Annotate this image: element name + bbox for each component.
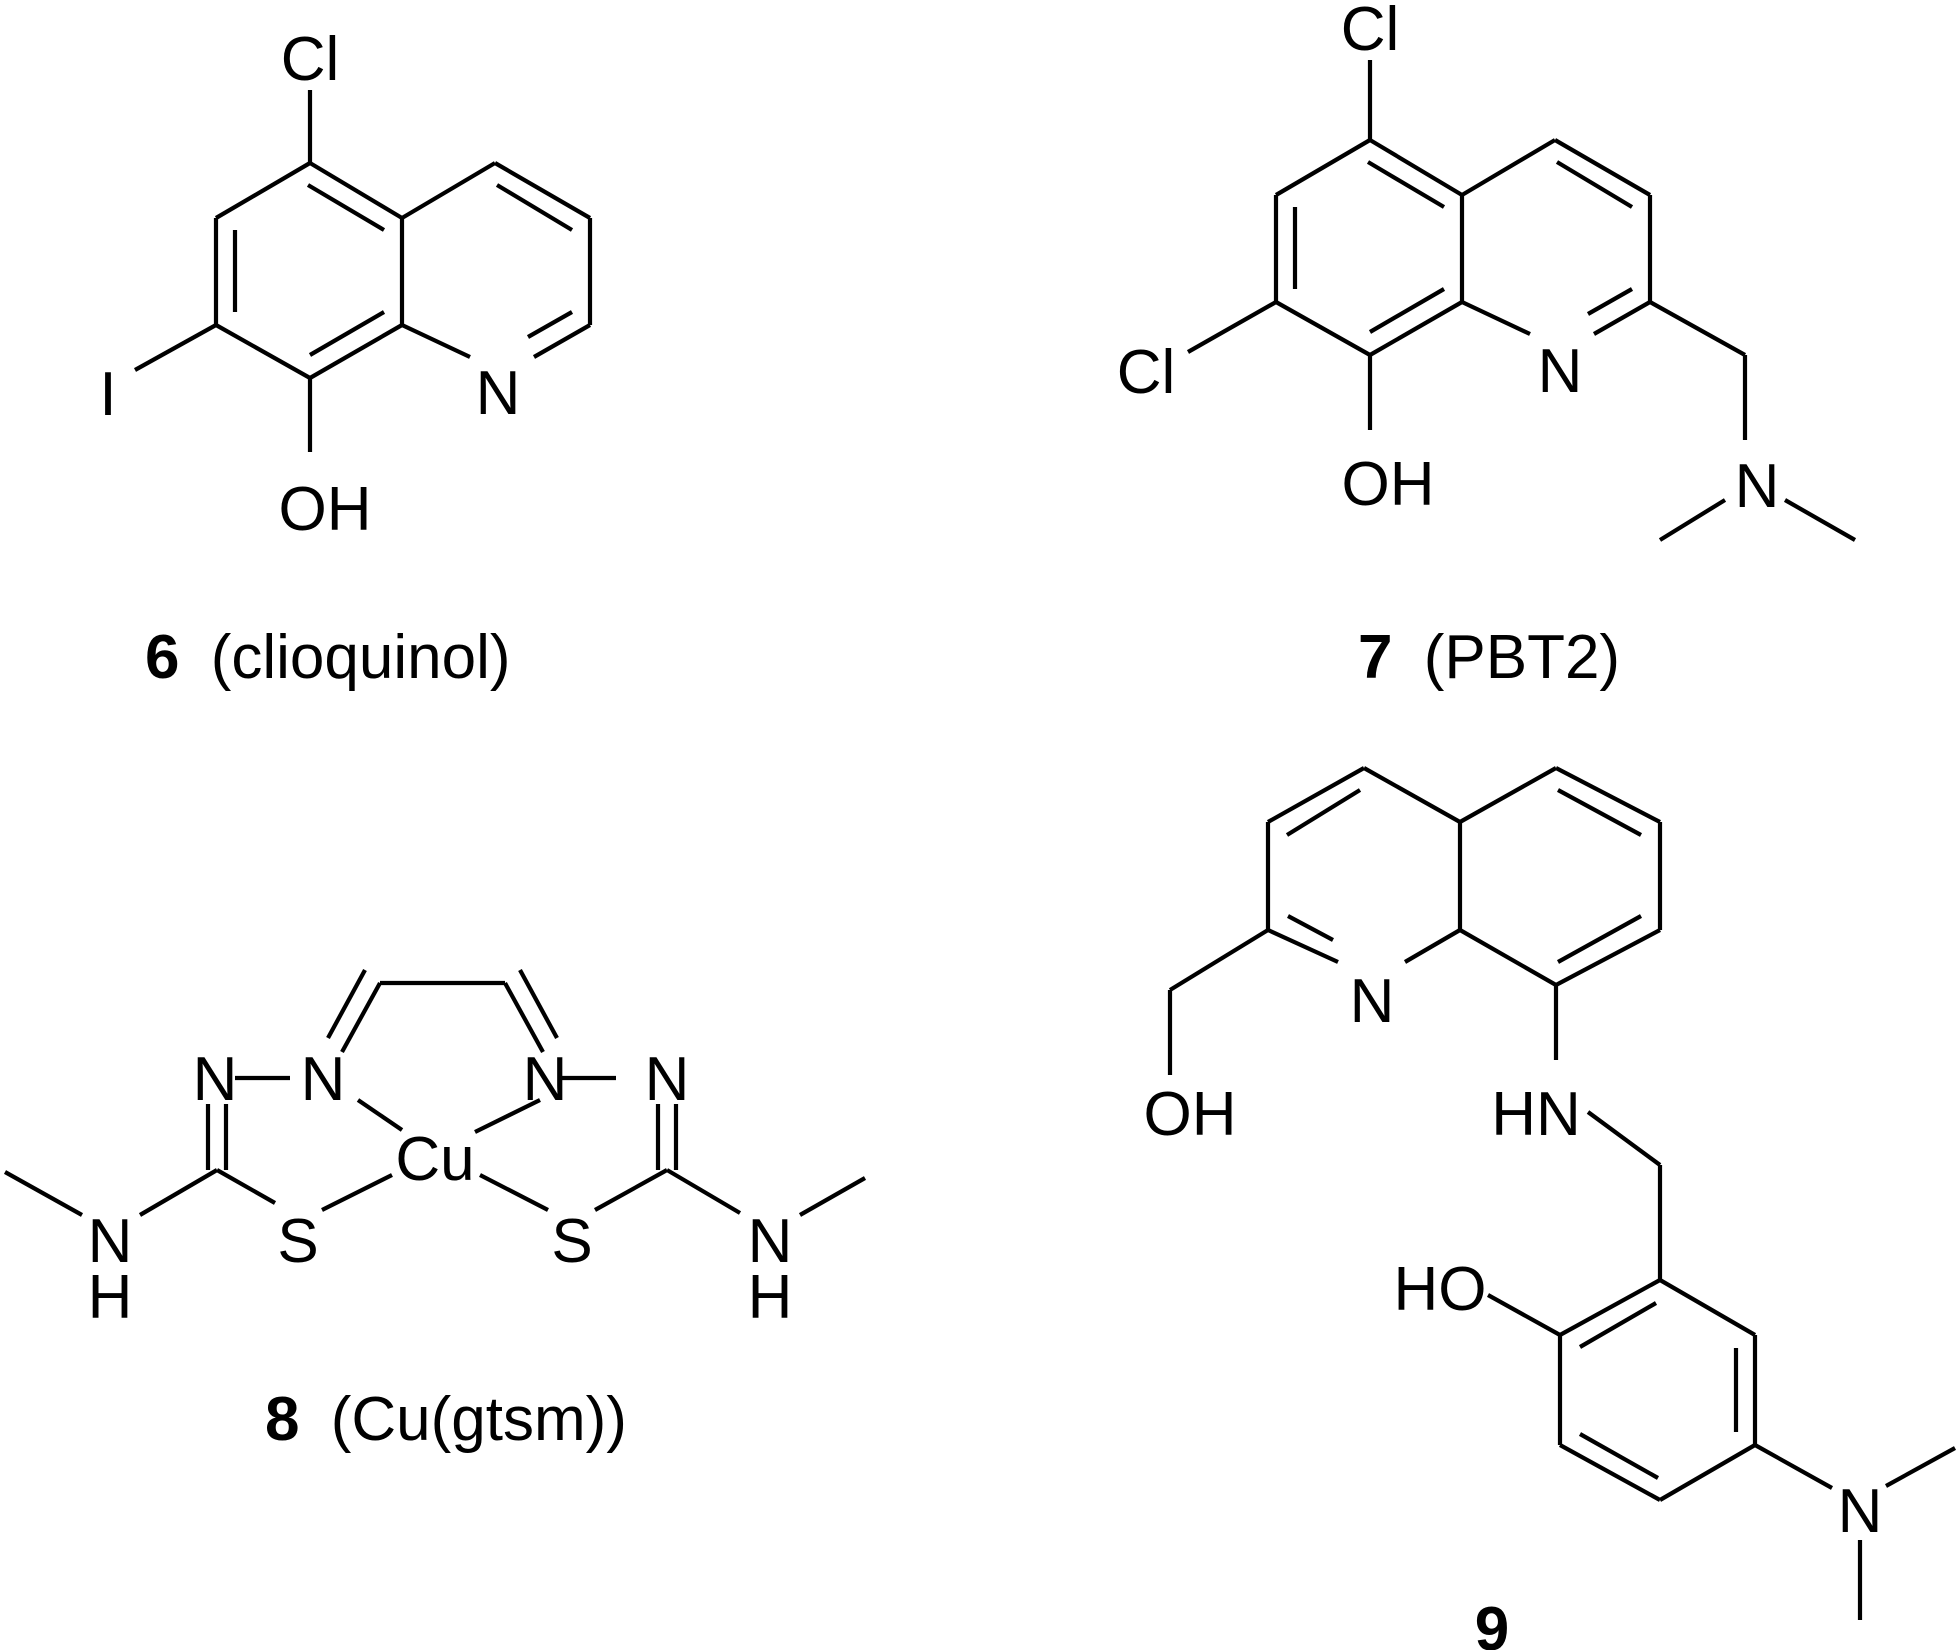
compound-8-number: 8 xyxy=(265,1385,299,1454)
compound-8-atom-nh-right-n: N xyxy=(748,1207,793,1276)
compound-9-bonds xyxy=(1167,766,1957,1620)
compound-9-structure: N OH HN HO N xyxy=(1144,766,1957,1620)
compound-8-caption: 8 (Cu(gtsm)) xyxy=(265,1385,627,1454)
compound-9-atom-oh: OH xyxy=(1144,1080,1237,1149)
compound-7-bonds xyxy=(1186,60,1857,542)
compound-7-atom-cl-top: Cl xyxy=(1341,0,1400,64)
compound-7-atom-oh: OH xyxy=(1342,450,1435,519)
compound-8-atom-cu: Cu xyxy=(395,1125,474,1194)
compound-6-atom-oh: OH xyxy=(279,475,372,544)
compound-6-number: 6 xyxy=(145,623,179,692)
compound-8-bonds xyxy=(3,968,867,1217)
compound-8-name: (Cu(gtsm)) xyxy=(331,1385,627,1454)
compound-8-atom-n-outer-left: N xyxy=(193,1045,238,1114)
compound-8-atom-s-left: S xyxy=(277,1207,318,1276)
compound-8-atom-nh-left-n: N xyxy=(88,1207,133,1276)
compound-8-atom-s-right: S xyxy=(551,1207,592,1276)
compound-8-atom-n-inner-right: N xyxy=(523,1045,568,1114)
compound-6-structure: Cl I N OH xyxy=(99,25,593,544)
compound-9-atom-ho: HO xyxy=(1394,1255,1487,1324)
compound-9-caption: 9 xyxy=(1475,1595,1509,1650)
compound-9-number: 9 xyxy=(1475,1595,1509,1650)
compound-8-atom-n-outer-right: N xyxy=(645,1045,690,1114)
compound-9-atom-n-ring: N xyxy=(1350,967,1395,1036)
compound-9-atom-n-amine: N xyxy=(1838,1477,1883,1546)
compound-6-bonds xyxy=(133,90,593,452)
compound-6-atom-n: N xyxy=(476,359,521,428)
compound-6-caption: 6 (clioquinol) xyxy=(145,623,511,692)
compound-6-atom-i: I xyxy=(99,360,116,429)
compound-8-atom-n-inner-left: N xyxy=(301,1045,346,1114)
compound-6-name: (clioquinol) xyxy=(211,623,511,692)
compound-8-structure: N N N N Cu S S N H N H xyxy=(3,968,867,1332)
compound-8-atom-nh-right-h: H xyxy=(748,1263,793,1332)
compound-8-atom-nh-left-h: H xyxy=(88,1263,133,1332)
compound-7-atom-n-amine: N xyxy=(1735,452,1780,521)
compound-9-atom-hn: HN xyxy=(1491,1080,1581,1149)
compound-7-atom-cl-left: Cl xyxy=(1117,338,1176,407)
compound-7-atom-n-ring: N xyxy=(1538,337,1583,406)
compound-7-name: (PBT2) xyxy=(1424,623,1620,692)
compound-7-caption: 7 (PBT2) xyxy=(1358,623,1620,692)
compound-6-atom-cl: Cl xyxy=(281,25,340,94)
compound-7-number: 7 xyxy=(1358,623,1392,692)
compound-7-structure: Cl Cl N OH N xyxy=(1117,0,1857,542)
